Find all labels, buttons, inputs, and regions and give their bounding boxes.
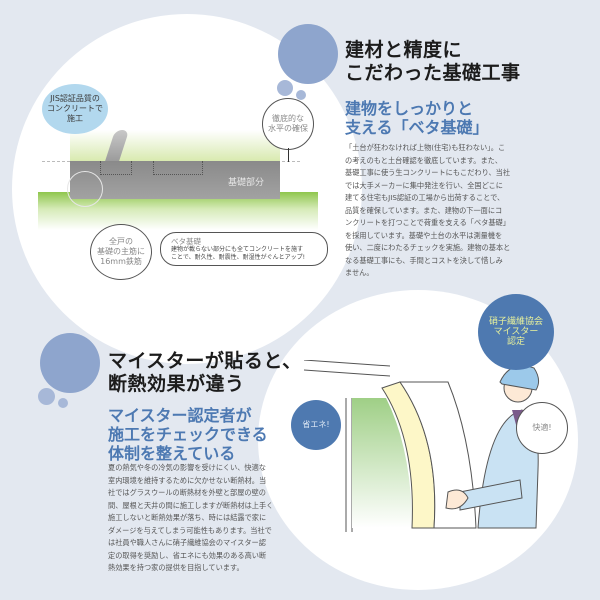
beta-text-1: 建物が載らない部分にも全てコンクリートを施す (171, 246, 304, 253)
section2-title-line1: マイスターが貼ると、 (108, 350, 302, 372)
deco-circle-small-2 (38, 388, 55, 405)
level-bubble: 徹底的な水平の確保 (262, 98, 314, 150)
body1-line: 使い、二度にわたるチェックを実施。建物の基本と (345, 243, 511, 252)
section2-subtitle: マイスター認定者が 施工をチェックできる 体制を整えている (108, 406, 268, 463)
worker-insulation-illustration (303, 360, 540, 532)
body1-line: では大手メーカーに集中発注を行い、全国どこに (345, 180, 503, 190)
jis-line-2: コンクリートで (47, 104, 103, 113)
jis-line-3: 施工 (67, 114, 83, 123)
beta-title: ベタ基礎 (171, 237, 201, 246)
section1-subtitle-line2: 支える「ベタ基礎」 (345, 118, 489, 137)
body1-line: ません。 (345, 268, 374, 277)
section2-subtitle-line: 施工をチェックできる (108, 425, 268, 444)
level-line-1: 徹底的な (272, 114, 304, 123)
section2-body: 夏の熱気や冬の冷気の影響を受けにくい、快適な 室内環境を維持するために欠かせない… (108, 462, 293, 575)
body1-line: を採用しています。基礎や土台の水平は測量機を (345, 230, 503, 240)
section1-title-line1: 建材と精度に (345, 39, 463, 61)
comfort-bubble: 快適! (516, 402, 568, 454)
beta-foundation-callout: ベタ基礎 建物が載らない部分にも全てコンクリートを施す ことで、耐久性、耐震性、… (160, 232, 328, 266)
energy-saving-badge: 省エネ! (291, 400, 341, 450)
body1-line: 「土台が狂わなければ上物(住宅)も狂わない」。こ (345, 143, 506, 152)
slab-label: 基礎部分 (228, 178, 265, 188)
meister-badge: 硝子繊維協会マイスター認定 (478, 294, 554, 370)
slab-dotted-box-2 (153, 161, 203, 175)
deco-circle-tiny-2 (58, 398, 68, 408)
body1-line: 基礎工事に使う生コンクリートにもこだわり、当社 (345, 168, 511, 177)
section2-subtitle-line: 体制を整えている (108, 444, 236, 463)
section1-body: 「土台が狂わなければ上物(住宅)も狂わない」。こ の考えのもと土台確認を徹底して… (345, 142, 545, 280)
badge-line-1: 硝子繊維協会 (488, 317, 543, 327)
body2-line: 室内環境を維持するために欠かせない断熱材。当 (108, 475, 267, 485)
rebar-highlight-circle (67, 171, 103, 207)
body1-line: の考えのもと土台確認を徹底しています。また、 (345, 155, 503, 165)
section1-subtitle: 建物をしっかりと 支える「ベタ基礎」 (345, 99, 489, 137)
slab-dotted-box-1 (100, 161, 132, 175)
section1-title: 建材と精度に こだわった基礎工事 (345, 39, 521, 85)
body1-line: 建てる住宅もJIS認証の工場から出荷することで、 (345, 193, 505, 202)
jis-line-1: JIS認証品質の (50, 94, 100, 103)
body1-line: 品質を確保しています。また、建物の下一面にコ (345, 205, 503, 215)
body1-line: ンクリートを打つことで荷重を支える「ベタ基礎」 (345, 218, 510, 227)
body2-line: は社員や職人さんに硝子繊維協会のマイスター認 (108, 538, 266, 547)
section2-subtitle-line: マイスター認定者が (108, 406, 252, 425)
beta-text-2: ことで、耐久性、耐震性、耐湿性がぐんとアップ! (171, 254, 305, 261)
deco-circle-tiny (296, 90, 306, 100)
body2-line: 熱効果を持つ家の提供を目指しています。 (108, 563, 244, 572)
badge-line-3: 認定 (506, 337, 525, 347)
section2-title: マイスターが貼ると、 断熱効果が違う (108, 350, 302, 396)
body2-line: 定の取得を奨励し、省エネにも効果のある高い断 (108, 550, 267, 560)
body2-line: ダメージを与えてしまう可能性もあります。当社で (108, 525, 272, 535)
body2-line: 夏の熱気や冬の冷気の影響を受けにくい、快適な (108, 463, 266, 472)
deco-circle-large (278, 24, 338, 84)
deco-circle-small (277, 80, 293, 96)
energy-label: 省エネ! (302, 420, 330, 429)
level-line-2: 水平の確保 (268, 124, 308, 133)
body2-line: 社ではグラスウールの断熱材を外壁と部屋の壁の (108, 488, 266, 497)
deco-circle-large-2 (40, 333, 100, 393)
level-connector (288, 148, 289, 162)
body1-line: なる基礎工事にも、手間とコストを決して惜しみ (345, 255, 503, 265)
rebar-line-1: 全戸の (109, 237, 133, 246)
jis-bubble: JIS認証品質のコンクリートで施工 (42, 84, 108, 134)
foundation-slab: 基礎部分 (70, 161, 280, 199)
section1-subtitle-line1: 建物をしっかりと (345, 99, 474, 118)
body2-line: 施工しないと断熱効果が落ち、時には結露で家に (108, 513, 267, 522)
rebar-line-2: 基礎の主筋に (97, 247, 145, 256)
section1-title-line2: こだわった基礎工事 (345, 62, 521, 84)
rebar-line-3: 16mm鉄筋 (100, 257, 142, 266)
badge-line-2: マイスター (493, 327, 539, 337)
body2-line: 間、屋根と天井の間に施工しますが断熱材は上手く (108, 500, 274, 510)
comfort-label: 快適! (532, 423, 552, 432)
section2-title-line2: 断熱効果が違う (108, 373, 245, 395)
